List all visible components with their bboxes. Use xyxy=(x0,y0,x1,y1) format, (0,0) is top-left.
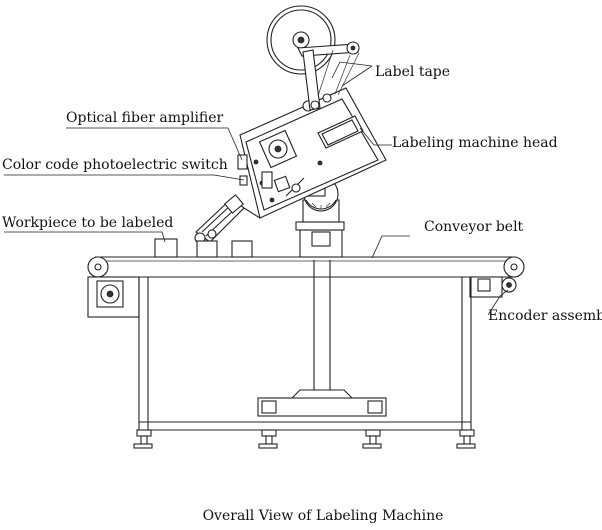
labeling-head xyxy=(237,87,387,219)
label-optical-fiber-amplifier: Optical fiber amplifier xyxy=(66,110,224,126)
label-conveyor-belt: Conveyor belt xyxy=(424,219,524,235)
diagram-caption: Overall View of Labeling Machine xyxy=(203,508,444,524)
workpiece-3 xyxy=(231,240,253,258)
label-reel xyxy=(266,5,360,111)
workpiece-1 xyxy=(154,238,178,258)
label-labeling-machine-head: Labeling machine head xyxy=(392,135,558,151)
machine-frame xyxy=(87,256,525,449)
workpieces xyxy=(154,238,253,258)
label-color-code-switch: Color code photoelectric switch xyxy=(2,157,228,173)
workpiece-2 xyxy=(196,240,218,258)
label-label-tape: Label tape xyxy=(375,64,450,80)
label-workpiece: Workpiece to be labeled xyxy=(2,215,173,231)
applicator xyxy=(194,194,261,244)
leader-lines xyxy=(4,61,509,316)
label-encoder-assembly: Encoder assembly xyxy=(488,308,602,324)
